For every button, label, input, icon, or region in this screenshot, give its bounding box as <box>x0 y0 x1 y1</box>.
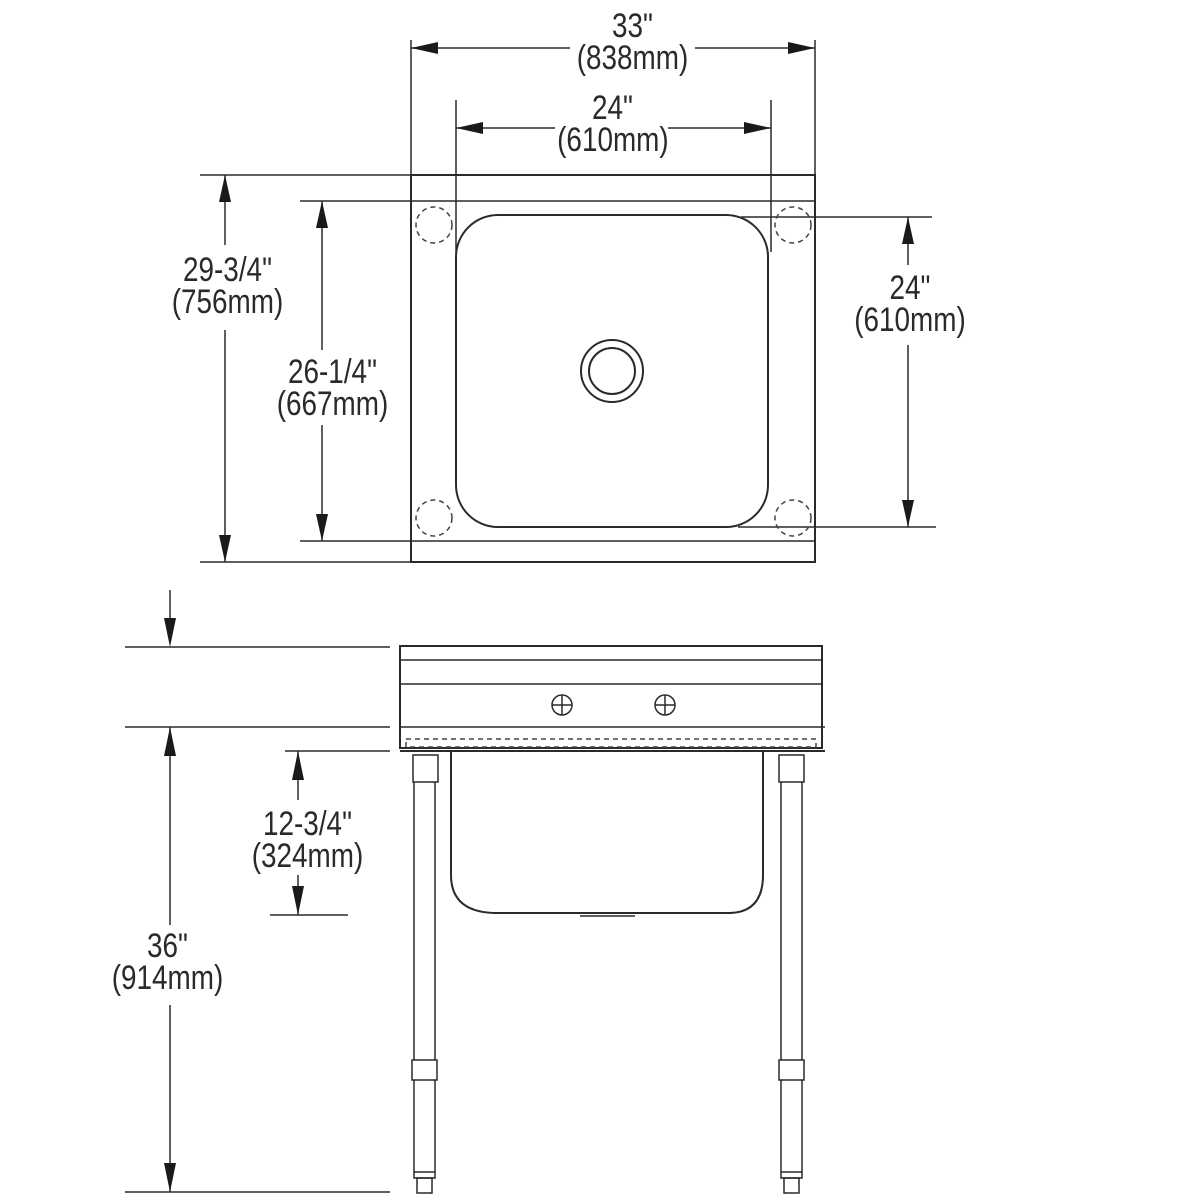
dim-bowl-width-mm: (610mm) <box>557 121 669 159</box>
dim-bowl-depth-top-in: 24" <box>889 269 931 307</box>
dim-bowl-depth-front-mm: (324mm) <box>251 837 364 875</box>
dim-bowl-depth-front: 12-3/4" (324mm) <box>248 805 367 875</box>
top-view <box>200 40 936 563</box>
leg-left <box>411 754 439 1194</box>
dim-overall-width: 33" (838mm) <box>573 7 692 77</box>
faucet-hole-left <box>551 694 573 716</box>
dim-overall-depth: 29-3/4" (756mm) <box>168 251 287 321</box>
dim-height-in: 36" <box>147 927 188 965</box>
dim-bowl-width-in: 24" <box>592 89 633 127</box>
front-view <box>125 590 825 1194</box>
dim-inner-depth-in: 26-1/4" <box>288 353 377 391</box>
dim-height-mm: (914mm) <box>111 959 224 997</box>
faucet-hole-right <box>654 694 676 716</box>
dim-bowl-depth-top-mm: (610mm) <box>854 301 966 339</box>
dim-bowl-width: 24" (610mm) <box>557 89 669 159</box>
dim-height: 36" (914mm) <box>108 927 227 997</box>
dim-overall-depth-mm: (756mm) <box>171 283 284 321</box>
dim-bowl-depth-front-in: 12-3/4" <box>263 805 352 843</box>
dim-inner-depth: 26-1/4" (667mm) <box>273 353 392 423</box>
dim-overall-depth-in: 29-3/4" <box>183 251 272 289</box>
dim-overall-width-mm: (838mm) <box>576 39 689 77</box>
dim-overall-width-in: 33" <box>612 7 653 45</box>
leg-right <box>778 754 805 1194</box>
dim-inner-depth-mm: (667mm) <box>276 385 389 423</box>
dim-bowl-depth-top: 24" (610mm) <box>852 269 968 339</box>
